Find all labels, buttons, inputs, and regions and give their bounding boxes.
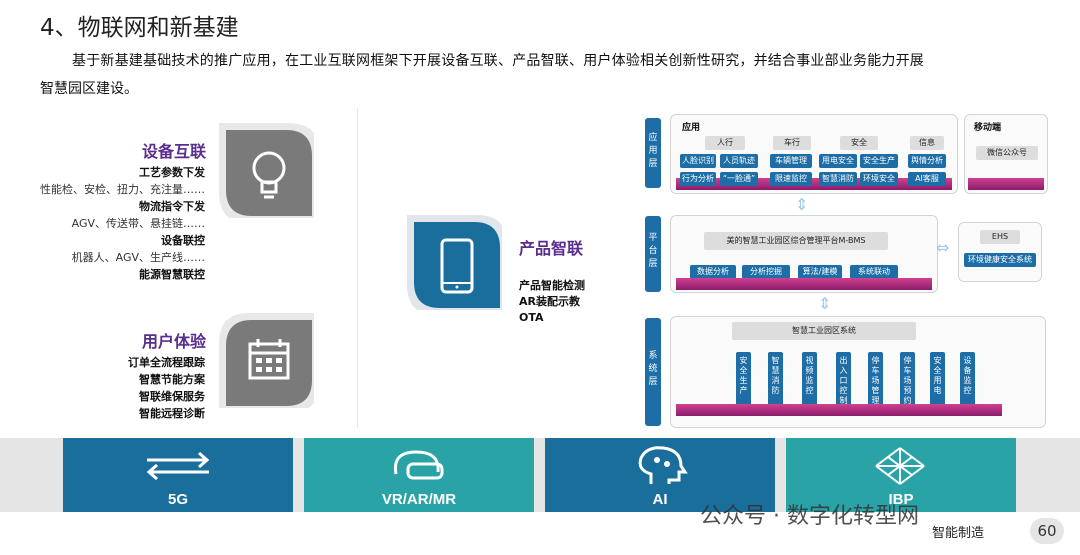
user-heading: 用户体验 <box>142 332 207 351</box>
mobile-title: 移动端 <box>974 123 1002 133</box>
device-line: 性能检、安检、扭力、充注量…… <box>40 183 205 196</box>
device-lines: 工艺参数下发 性能检、安检、扭力、充注量…… 物流指令下发 AGV、传送带、悬挂… <box>20 164 205 284</box>
network-graph-icon <box>875 447 925 485</box>
platform-item[interactable]: 系统联动 <box>850 265 898 279</box>
ehs-title: EHS <box>980 230 1020 244</box>
system-item[interactable]: 设备监控 <box>960 352 975 412</box>
phone-leaf-icon <box>407 215 502 310</box>
calendar-leaf-icon <box>219 313 314 408</box>
device-line: 工艺参数下发 <box>139 166 205 179</box>
app-group-head: 车行 <box>773 136 811 150</box>
app-item[interactable]: “一脸通” <box>720 172 758 186</box>
user-line: 智联维保服务 <box>139 390 205 403</box>
updown-arrow-icon: ⇕ <box>795 195 809 214</box>
app-item[interactable]: AI客服 <box>908 172 946 186</box>
product-line: OTA <box>519 311 544 324</box>
tile-5g-label: 5G <box>167 491 188 508</box>
system-item[interactable]: 停车场预约 <box>900 352 915 412</box>
app-item[interactable]: 智慧消防 <box>819 172 857 186</box>
system-base-bar <box>676 404 1002 416</box>
mobile-wechat-button[interactable]: 微信公众号 <box>976 146 1038 160</box>
app-item[interactable]: 车辆管理 <box>770 154 812 168</box>
side-label-platform-text: 平台层 <box>648 233 658 269</box>
app-item[interactable]: 安全生产 <box>860 154 898 168</box>
device-line: AGV、传送带、悬挂链…… <box>71 217 205 230</box>
app-group-head: 人行 <box>705 136 745 150</box>
tile-ai: AI <box>545 438 775 512</box>
app-group-head: 安全 <box>840 136 878 150</box>
app-title: 应用 <box>682 123 701 133</box>
lightbulb-leaf-icon <box>219 123 314 218</box>
arrows-exchange-icon <box>146 451 210 481</box>
app-item[interactable]: 用电安全 <box>819 154 857 168</box>
system-item[interactable]: 视频监控 <box>802 352 817 412</box>
system-item[interactable]: 安全生产 <box>736 352 751 412</box>
product-heading: 产品智联 <box>519 239 584 258</box>
platform-title: 美的智慧工业园区综合管理平台M-BMS <box>704 232 888 250</box>
side-label-app: 应用层 <box>645 118 661 188</box>
vr-headset-icon <box>393 450 444 480</box>
product-line: AR装配示教 <box>519 295 580 308</box>
system-item[interactable]: 停车场管理 <box>868 352 883 412</box>
app-group-head: 信息 <box>910 136 944 150</box>
watermark-text: 公众号 · 数字化转型网 <box>700 504 919 529</box>
platform-base-bar <box>676 278 932 290</box>
side-label-app-text: 应用层 <box>648 133 658 169</box>
user-lines: 订单全流程跟踪 智慧节能方案 智联维保服务 智能远程诊断 <box>80 354 205 424</box>
tile-5g: 5G <box>63 438 293 512</box>
tile-ai-label: AI <box>652 491 668 508</box>
updown-arrow-icon: ⇕ <box>818 294 832 313</box>
device-line: 能源智慧联控 <box>139 268 205 281</box>
side-label-platform: 平台层 <box>645 216 661 292</box>
device-line: 设备联控 <box>161 234 205 247</box>
device-line: 机器人、AGV、生产线…… <box>71 251 205 264</box>
app-item[interactable]: 人脸识别 <box>680 154 716 168</box>
device-line: 物流指令下发 <box>139 200 205 213</box>
intro-line-1: 基于新基建基础技术的推广应用，在工业互联网框架下开展设备互联、产品智联、用户体验… <box>72 53 924 69</box>
user-line: 智能远程诊断 <box>139 407 205 420</box>
tile-vr-label: VR/AR/MR <box>381 491 457 508</box>
leftright-arrow-icon: ⇔ <box>936 238 950 257</box>
app-item[interactable]: 人员轨迹 <box>720 154 758 168</box>
tile-ibp-label: IBP <box>888 491 914 508</box>
tile-vr: VR/AR/MR <box>304 438 534 512</box>
system-item[interactable]: 智慧消防 <box>768 352 783 412</box>
app-item[interactable]: 环境安全 <box>860 172 898 186</box>
mobile-base-bar <box>968 178 1044 190</box>
platform-item[interactable]: 算法/建模 <box>798 265 842 279</box>
device-heading: 设备互联 <box>142 142 207 161</box>
intro-line-2: 智慧园区建设。 <box>40 81 138 97</box>
platform-item[interactable]: 分析挖掘 <box>742 265 790 279</box>
ai-head-icon <box>638 446 688 484</box>
ehs-system-button[interactable]: 环境健康安全系统 <box>964 253 1036 267</box>
footer-subtitle: 智能制造 <box>928 522 989 541</box>
side-label-system: 系统层 <box>645 318 661 426</box>
divider <box>357 108 358 428</box>
platform-item[interactable]: 数据分析 <box>690 265 736 279</box>
system-item[interactable]: 安全用电 <box>930 352 945 412</box>
side-label-system-text: 系统层 <box>648 351 658 387</box>
page-title: 4、物联网和新基建 <box>40 15 239 41</box>
app-item[interactable]: 行为分析 <box>680 172 716 186</box>
user-line: 智慧节能方案 <box>139 373 205 386</box>
app-item[interactable]: 舆情分析 <box>908 154 946 168</box>
page-number: 60 <box>1030 518 1064 544</box>
system-title: 智慧工业园区系统 <box>732 322 916 340</box>
tile-ibp: IBP <box>786 438 1016 512</box>
product-lines: 产品智能检测 AR装配示教 OTA <box>519 278 585 326</box>
app-item[interactable]: 限速监控 <box>770 172 812 186</box>
user-line: 订单全流程跟踪 <box>128 356 205 369</box>
system-item[interactable]: 出入口控制 <box>836 352 851 412</box>
product-line: 产品智能检测 <box>519 279 585 292</box>
